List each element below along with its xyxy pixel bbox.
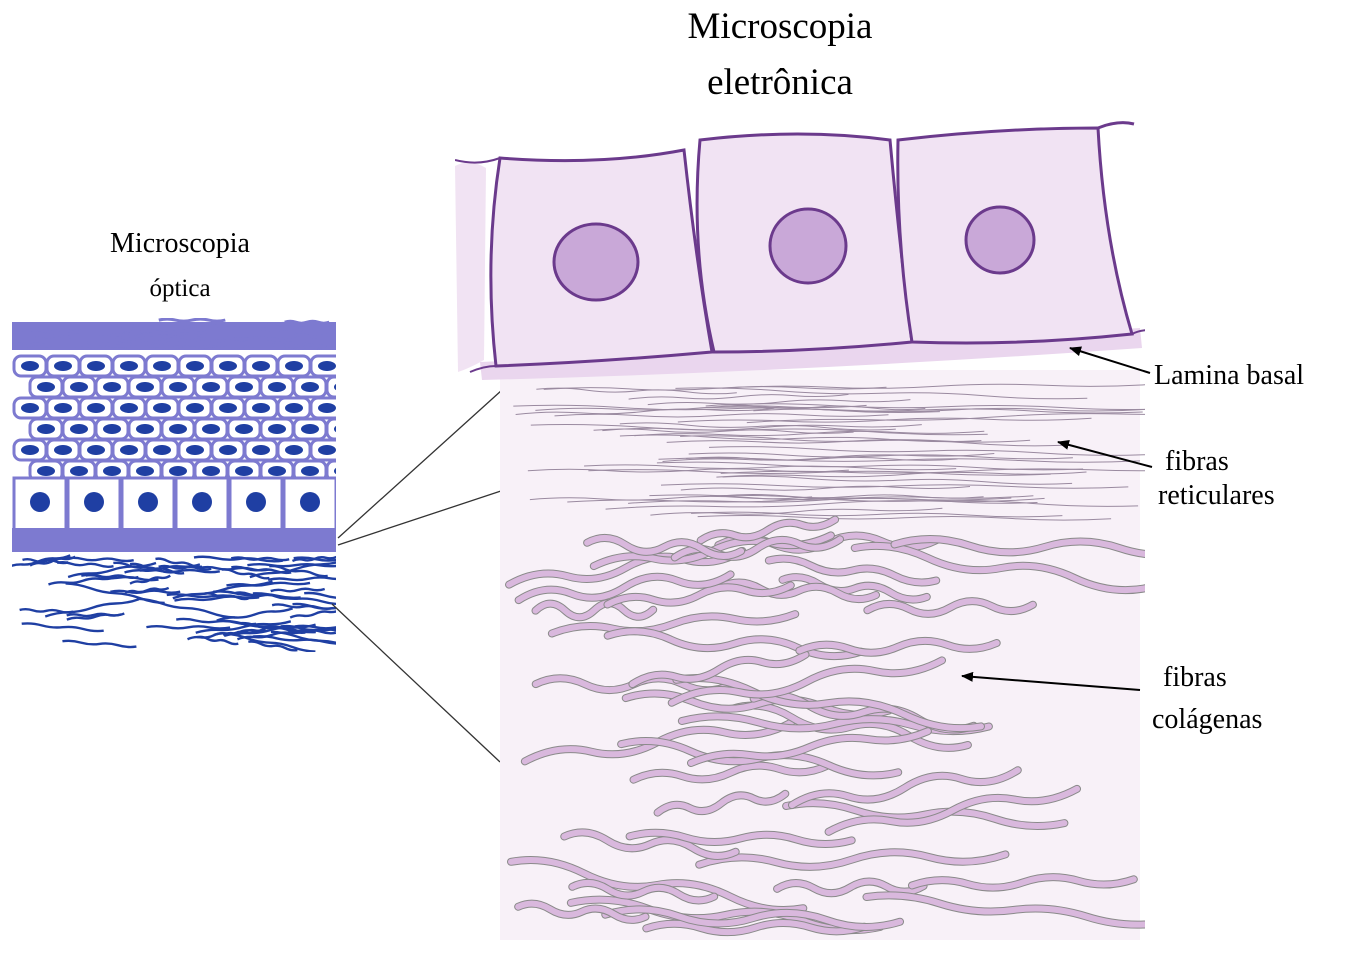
label-reticular-fibers-line2: reticulares — [1158, 482, 1275, 510]
spinous-nucleus — [37, 382, 55, 392]
spinous-nucleus — [120, 361, 138, 371]
spinous-nucleus — [21, 445, 39, 455]
optical-basement-membrane — [12, 528, 336, 552]
spinous-nucleus — [169, 382, 187, 392]
spinous-nucleus — [334, 382, 352, 392]
spinous-nucleus — [334, 424, 352, 434]
spinous-nucleus — [136, 382, 154, 392]
spinous-cell — [327, 419, 359, 439]
spinous-nucleus — [70, 424, 88, 434]
spinous-nucleus — [235, 382, 253, 392]
label-collagen-fibers-line2: colágenas — [1152, 706, 1262, 734]
spinous-nucleus — [103, 382, 121, 392]
spinous-nucleus — [37, 424, 55, 434]
spinous-nucleus — [202, 382, 220, 392]
spinous-nucleus — [301, 382, 319, 392]
optical-spinous-cells — [12, 350, 359, 481]
connective-fiber — [271, 589, 325, 592]
em-nucleus-3 — [966, 207, 1034, 273]
spinous-nucleus — [54, 445, 72, 455]
spinous-nucleus — [120, 403, 138, 413]
spinous-nucleus — [202, 424, 220, 434]
basal-nucleus — [30, 492, 50, 512]
spinous-nucleus — [153, 361, 171, 371]
em-nucleus-2 — [770, 209, 846, 283]
spinous-nucleus — [153, 403, 171, 413]
label-reticular-fibers-line1: fibras — [1165, 448, 1229, 476]
connector-line-top — [338, 390, 502, 538]
spinous-nucleus — [70, 382, 88, 392]
spinous-nucleus — [268, 382, 286, 392]
spinous-nucleus — [87, 445, 105, 455]
basal-nucleus — [246, 492, 266, 512]
spinous-nucleus — [103, 466, 121, 476]
spinous-nucleus — [252, 403, 270, 413]
spinous-nucleus — [186, 361, 204, 371]
spinous-nucleus — [235, 466, 253, 476]
spinous-nucleus — [54, 403, 72, 413]
basal-nucleus — [192, 492, 212, 512]
basal-nucleus — [138, 492, 158, 512]
em-cell-left-edge-top — [455, 158, 500, 163]
label-lamina-basal: Lamina basal — [1154, 362, 1304, 390]
spinous-nucleus — [252, 445, 270, 455]
spinous-nucleus — [70, 466, 88, 476]
spinous-cell — [327, 377, 359, 397]
spinous-nucleus — [219, 445, 237, 455]
basal-nucleus — [84, 492, 104, 512]
spinous-nucleus — [318, 361, 336, 371]
spinous-nucleus — [87, 403, 105, 413]
spinous-nucleus — [169, 424, 187, 434]
spinous-nucleus — [219, 403, 237, 413]
connective-fiber — [268, 577, 349, 580]
connector-line-bottom — [332, 604, 500, 762]
spinous-nucleus — [268, 424, 286, 434]
spinous-nucleus — [235, 424, 253, 434]
em-nucleus-1 — [554, 224, 638, 300]
spinous-nucleus — [301, 424, 319, 434]
electron-microscopy-panel — [455, 123, 1245, 940]
optical-microscopy-title-line2: óptica — [60, 276, 300, 301]
spinous-nucleus — [301, 466, 319, 476]
spinous-nucleus — [318, 445, 336, 455]
spinous-nucleus — [54, 361, 72, 371]
spinous-nucleus — [136, 466, 154, 476]
spinous-nucleus — [120, 445, 138, 455]
electron-microscopy-title-line2: eletrônica — [600, 64, 960, 101]
spinous-nucleus — [169, 466, 187, 476]
optical-microscopy-title-line1: Microscopia — [60, 230, 300, 258]
connector-line-middle — [338, 486, 516, 545]
optical-connective-tissue — [6, 552, 385, 652]
em-epithelial-cells — [455, 123, 1150, 380]
spinous-nucleus — [285, 403, 303, 413]
arrow-lamina-basal — [1070, 348, 1150, 373]
em-cell-left-tail — [455, 162, 486, 372]
zoom-connector-lines — [332, 390, 516, 762]
optical-microscopy-panel — [6, 319, 385, 651]
spinous-nucleus — [21, 361, 39, 371]
label-collagen-fibers-line1: fibras — [1163, 664, 1227, 692]
spinous-nucleus — [87, 361, 105, 371]
spinous-nucleus — [186, 403, 204, 413]
keratin-fiber — [159, 319, 226, 321]
spinous-nucleus — [136, 424, 154, 434]
spinous-nucleus — [285, 445, 303, 455]
spinous-nucleus — [153, 445, 171, 455]
spinous-nucleus — [103, 424, 121, 434]
spinous-nucleus — [186, 445, 204, 455]
spinous-nucleus — [219, 361, 237, 371]
electron-microscopy-title-line1: Microscopia — [600, 8, 960, 45]
spinous-nucleus — [202, 466, 220, 476]
spinous-nucleus — [285, 361, 303, 371]
spinous-nucleus — [334, 466, 352, 476]
spinous-nucleus — [37, 466, 55, 476]
optical-basal-cells — [14, 478, 336, 530]
spinous-nucleus — [318, 403, 336, 413]
basal-nucleus — [300, 492, 320, 512]
spinous-nucleus — [268, 466, 286, 476]
em-cell-right-tail — [1098, 123, 1134, 128]
spinous-nucleus — [252, 361, 270, 371]
spinous-nucleus — [21, 403, 39, 413]
